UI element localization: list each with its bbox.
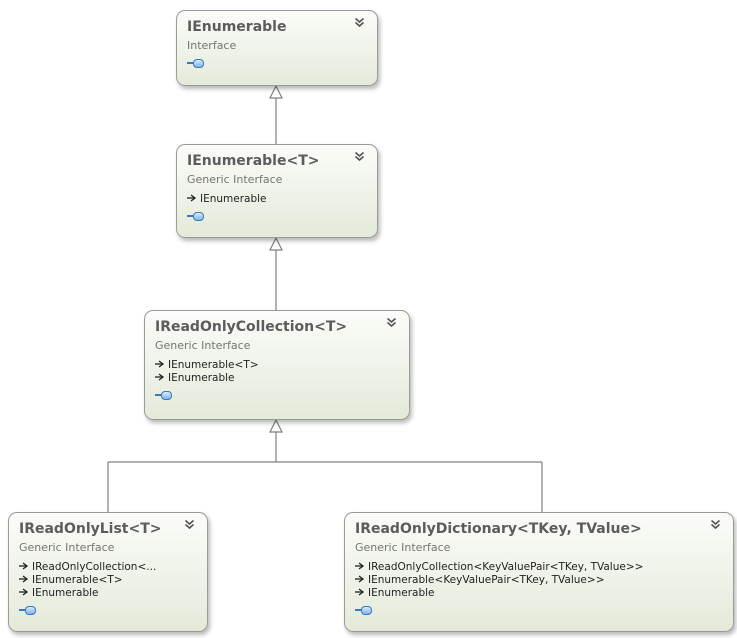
inheritance-arrowhead — [269, 418, 283, 433]
class-generic-params: <T> — [286, 153, 320, 169]
inheritance-arrowhead — [269, 84, 283, 99]
class-title: IEnumerable<T> — [187, 152, 367, 171]
double-chevron-down-icon[interactable] — [184, 519, 195, 533]
inheritance-arrow-icon — [355, 561, 365, 574]
inheritance-arrow-icon — [155, 359, 165, 372]
interface-lollipop-icon[interactable] — [187, 211, 204, 221]
class-title: IReadOnlyCollection<T> — [155, 318, 399, 337]
inheritance-arrow-icon — [19, 574, 29, 587]
double-chevron-down-icon[interactable] — [386, 317, 397, 331]
inheritance-arrow-icon — [187, 193, 197, 206]
inheritance-arrow-icon — [355, 574, 365, 587]
inheritance-arrow-icon — [355, 587, 365, 600]
base-interface-item: IEnumerable — [187, 193, 367, 206]
class-name: IEnumerable — [187, 153, 287, 169]
class-kind: Generic Interface — [355, 541, 451, 554]
class-generic-params: <T> — [314, 319, 348, 335]
base-interface-name: IEnumerable — [368, 587, 435, 599]
class-kind: Generic Interface — [155, 339, 251, 352]
base-interface-name: IEnumerable — [168, 372, 235, 384]
class-box-ireadonlylist[interactable]: IReadOnlyList<T> Generic Interface IRead… — [8, 512, 208, 632]
class-box-ireadonlycollection[interactable]: IReadOnlyCollection<T> Generic Interface… — [144, 310, 410, 420]
class-title: IReadOnlyList<T> — [19, 520, 197, 539]
base-interface-item: IEnumerable<T> — [155, 359, 399, 372]
base-interface-name: IEnumerable<T> — [168, 359, 259, 371]
inheritance-arrow-icon — [155, 372, 165, 385]
interface-lollipop-icon[interactable] — [19, 605, 36, 615]
class-title: IEnumerable — [187, 18, 367, 37]
base-interface-item: IReadOnlyCollection<KeyValuePair<TKey, T… — [355, 561, 723, 574]
base-interface-name: IEnumerable<T> — [32, 574, 123, 586]
interface-lollipop-icon[interactable] — [155, 390, 172, 400]
inheritance-arrow-icon — [19, 587, 29, 600]
class-title: IReadOnlyDictionary<TKey, TValue> — [355, 520, 723, 539]
base-interface-name: IReadOnlyCollection<... — [32, 561, 157, 573]
base-list: IEnumerable — [187, 193, 367, 206]
base-interface-item: IEnumerable — [19, 587, 197, 600]
class-name: IReadOnlyList — [19, 521, 129, 537]
class-name: IReadOnlyDictionary — [355, 521, 518, 537]
class-box-ienumerable[interactable]: IEnumerable Interface — [176, 10, 378, 86]
base-interface-item: IReadOnlyCollection<... — [19, 561, 197, 574]
class-kind: Interface — [187, 39, 237, 52]
class-box-ireadonlydictionary[interactable]: IReadOnlyDictionary<TKey, TValue> Generi… — [344, 512, 734, 632]
base-interface-name: IEnumerable<KeyValuePair<TKey, TValue>> — [368, 574, 605, 586]
base-list: IEnumerable<T> IEnumerable — [155, 359, 399, 385]
class-kind: Generic Interface — [19, 541, 115, 554]
inheritance-arrow-icon — [19, 561, 29, 574]
class-generic-params: <T> — [128, 521, 162, 537]
class-generic-params: <TKey, TValue> — [517, 521, 642, 537]
base-interface-item: IEnumerable — [155, 372, 399, 385]
class-name: IEnumerable — [187, 19, 287, 35]
base-interface-item: IEnumerable<T> — [19, 574, 197, 587]
base-interface-item: IEnumerable — [355, 587, 723, 600]
inheritance-arrowhead — [269, 236, 283, 251]
base-interface-name: IEnumerable — [200, 193, 267, 205]
double-chevron-down-icon[interactable] — [354, 17, 365, 31]
class-kind: Generic Interface — [187, 173, 283, 186]
double-chevron-down-icon[interactable] — [710, 519, 721, 533]
interface-lollipop-icon[interactable] — [355, 605, 372, 615]
interface-lollipop-icon[interactable] — [187, 58, 204, 68]
base-list: IReadOnlyCollection<... IEnumerable<T> I… — [19, 561, 197, 600]
class-name: IReadOnlyCollection — [155, 319, 315, 335]
double-chevron-down-icon[interactable] — [354, 151, 365, 165]
base-interface-name: IEnumerable — [32, 587, 99, 599]
base-list: IReadOnlyCollection<KeyValuePair<TKey, T… — [355, 561, 723, 600]
base-interface-name: IReadOnlyCollection<KeyValuePair<TKey, T… — [368, 561, 644, 573]
base-interface-item: IEnumerable<KeyValuePair<TKey, TValue>> — [355, 574, 723, 587]
class-box-ienumerable-t[interactable]: IEnumerable<T> Generic Interface IEnumer… — [176, 144, 378, 238]
